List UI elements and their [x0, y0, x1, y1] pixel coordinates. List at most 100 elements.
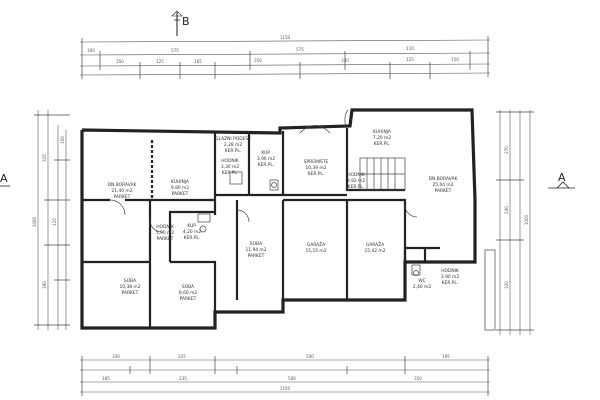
dim-right-1: 270 — [504, 146, 509, 154]
section-a-left-label: A — [0, 172, 8, 185]
svg-text:KER.PL.: KER.PL. — [222, 170, 238, 176]
dim-bot-r2-1: 185 — [102, 376, 110, 381]
svg-text:SOBA: SOBA — [124, 278, 136, 284]
svg-text:KER.PL.: KER.PL. — [348, 184, 364, 190]
left-dimension-lines: 1000 325 390 125 100 — [32, 110, 70, 330]
svg-text:GARAŽA: GARAŽA — [366, 240, 384, 248]
dim-left-4: 100 — [60, 136, 65, 144]
svg-text:3,96 m2: 3,96 m2 — [257, 156, 275, 162]
dim-left-2: 390 — [42, 281, 47, 289]
room-garaza-2: GARAŽA 15,42 m2 — [364, 240, 385, 254]
svg-text:HODNIK: HODNIK — [156, 224, 174, 230]
svg-text:10,38 m2: 10,38 m2 — [119, 284, 140, 290]
room-hodnik-left: HODNIK 5,90 m2 PARKET — [156, 224, 174, 242]
dim-top-r3-2: 125 — [156, 59, 164, 64]
svg-text:2,28 m2: 2,28 m2 — [224, 142, 242, 148]
svg-text:PARKET: PARKET — [180, 296, 197, 302]
dim-left-1: 325 — [42, 154, 47, 162]
dim-top-total: 1150 — [280, 35, 291, 40]
outer-walls — [80, 108, 477, 330]
svg-text:KER.PL.: KER.PL. — [258, 162, 274, 168]
room-labels: DN.BORAVAK 21,40 m2 PARKET KUHINJA 9,80 … — [108, 129, 460, 302]
room-soba-center: SOBA 11,94 m2 PARKET — [245, 241, 266, 259]
dim-bot-r2-4: 350 — [414, 376, 422, 381]
svg-text:25,04 m2: 25,04 m2 — [432, 182, 453, 188]
svg-text:PARKET: PARKET — [114, 194, 131, 200]
room-hodnik-right: HODNIK 8,92 m2 KER.PL. — [347, 172, 365, 190]
svg-text:4,20 m2: 4,20 m2 — [183, 229, 201, 235]
dim-top-r2-4: 110 — [406, 46, 414, 51]
svg-text:WC: WC — [418, 278, 425, 284]
dim-bot-r1-2: 225 — [178, 354, 186, 359]
dim-bot-r2-2: 235 — [179, 376, 187, 381]
svg-text:SPREMIŠTE: SPREMIŠTE — [304, 158, 329, 165]
section-mark-b: B — [171, 10, 190, 36]
right-dimension-lines: 270 240 320 1000 — [496, 110, 534, 335]
room-garaza-1: GARAŽA 15,15 m2 — [305, 240, 326, 254]
svg-text:15,15 m2: 15,15 m2 — [305, 248, 326, 254]
room-kup-left: KUP. 4,20 m2 KER.PL. — [183, 223, 201, 241]
fixtures — [109, 125, 496, 331]
svg-text:PARKET: PARKET — [435, 188, 452, 194]
dim-top-r3-6: 125 — [406, 57, 414, 62]
svg-text:2,40 m2: 2,40 m2 — [413, 284, 431, 290]
svg-text:KUP.: KUP. — [261, 150, 270, 156]
svg-text:KER.PL.: KER.PL. — [308, 171, 324, 177]
dim-top-r3-1: 350 — [116, 59, 124, 64]
svg-text:KUHINJA: KUHINJA — [373, 129, 391, 135]
room-kuhinja-left: KUHINJA 9,80 m2 PARKET — [171, 179, 189, 197]
svg-text:KER.PL.: KER.PL. — [225, 148, 241, 154]
svg-text:PARKET: PARKET — [157, 236, 174, 242]
room-soba-2: SOBA 8,60 m2 PARKET — [179, 284, 197, 302]
room-kup-top: KUP. 3,96 m2 KER.PL. — [257, 150, 275, 168]
svg-text:15,42 m2: 15,42 m2 — [364, 248, 385, 254]
room-kuhinja-right: KUHINJA 7,20 m2 KER.PL. — [373, 129, 391, 147]
dim-bot-r1-3: 500 — [306, 354, 314, 359]
dim-bot-r1-1: 330 — [112, 354, 120, 359]
room-hodnik-top: HODNIK 3,30 m2 KER.PL. — [221, 158, 239, 176]
staircase — [359, 157, 406, 191]
svg-text:DN.BORAVAK: DN.BORAVAK — [108, 182, 137, 188]
bottom-dimension-lines: 330 225 500 195 185 235 500 350 1150 — [80, 354, 490, 396]
svg-text:KER.PL.: KER.PL. — [442, 280, 458, 286]
svg-text:GARAŽA: GARAŽA — [307, 240, 325, 248]
svg-text:DN.BORAVAK: DN.BORAVAK — [429, 176, 458, 182]
svg-text:KUHINJA: KUHINJA — [171, 179, 189, 185]
svg-text:HODNIK: HODNIK — [441, 268, 459, 274]
svg-text:9,80 m2: 9,80 m2 — [171, 185, 189, 191]
svg-text:11,94 m2: 11,94 m2 — [245, 247, 266, 253]
room-glazni-podest: GLAZNI PODEST 2,28 m2 KER.PL. — [215, 136, 251, 154]
svg-text:KER.PL.: KER.PL. — [374, 141, 390, 147]
room-hodnik-br: HODNIK 3,90 m2 KER.PL. — [441, 268, 459, 286]
dim-top-r3-7: 150 — [451, 57, 459, 62]
section-a-right-label: A — [558, 171, 566, 184]
room-wc-br: WC 2,40 m2 — [413, 278, 431, 290]
svg-text:KER.PL.: KER.PL. — [184, 235, 200, 241]
top-dimension-lines: 1150 100 575 575 110 350 125 165 350 330… — [79, 35, 491, 79]
dim-top-r2-3: 575 — [296, 47, 304, 52]
svg-text:8,60 m2: 8,60 m2 — [179, 290, 197, 296]
room-spremiste: SPREMIŠTE 10,39 m2 KER.PL. — [304, 158, 329, 177]
dim-top-r3-5: 330 — [341, 58, 349, 63]
svg-text:HODNIK: HODNIK — [221, 158, 239, 164]
svg-text:PARKET: PARKET — [172, 191, 189, 197]
svg-text:7,20 m2: 7,20 m2 — [373, 135, 391, 141]
svg-text:PARKET: PARKET — [248, 253, 265, 259]
section-mark-a-left: A — [0, 172, 10, 187]
dim-right-total: 1000 — [524, 214, 529, 225]
room-soba-1: SOBA 10,38 m2 PARKET — [119, 278, 140, 296]
svg-text:21,40 m2: 21,40 m2 — [111, 188, 132, 194]
dim-top-r2-1: 100 — [87, 48, 95, 53]
dim-right-3: 320 — [504, 281, 509, 289]
svg-text:KUP.: KUP. — [187, 223, 196, 229]
dim-top-r2-2: 575 — [171, 48, 179, 53]
svg-text:PARKET: PARKET — [122, 290, 139, 296]
svg-text:SOBA: SOBA — [250, 241, 262, 247]
svg-text:5,90 m2: 5,90 m2 — [156, 230, 174, 236]
svg-text:GLAZNI PODEST: GLAZNI PODEST — [215, 136, 251, 142]
svg-text:10,39 m2: 10,39 m2 — [305, 165, 326, 171]
svg-text:HODNIK: HODNIK — [347, 172, 365, 178]
dim-bot-r1-4: 195 — [442, 354, 450, 359]
room-dnevni-right: DN.BORAVAK 25,04 m2 PARKET — [429, 176, 458, 194]
